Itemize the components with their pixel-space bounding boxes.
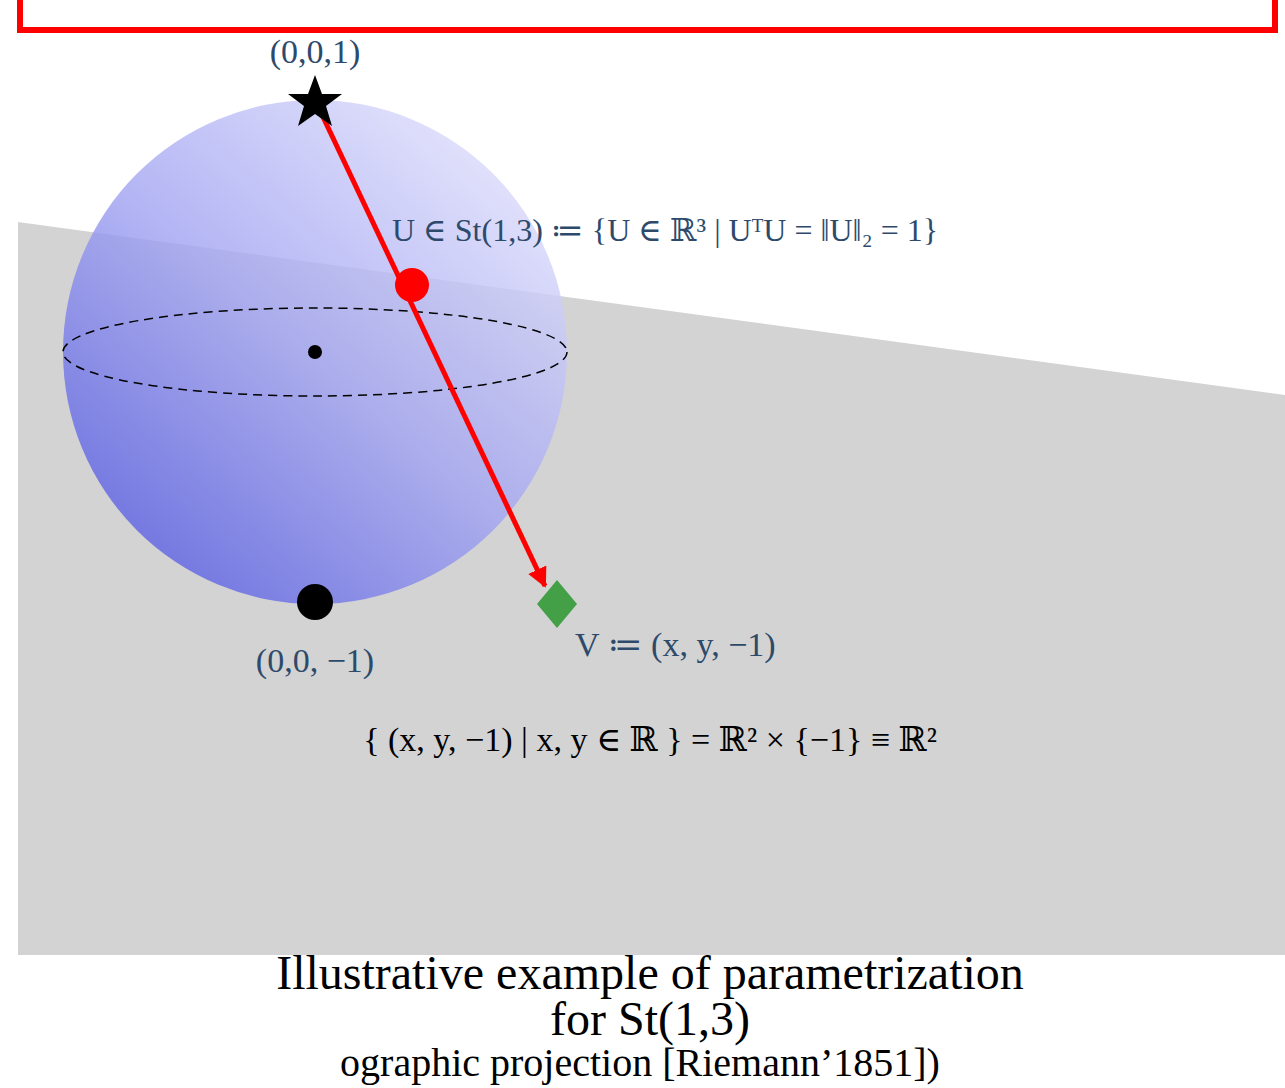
- north-pole-star: [288, 75, 342, 126]
- red-frame: [20, 0, 1275, 30]
- stiefel-definition: U ∈ St(1,3) ≔ {U ∈ ℝ³ | UᵀU = ‖U‖₂ = 1}: [392, 214, 938, 248]
- point-u: [395, 268, 429, 302]
- projection-ray: [315, 100, 545, 586]
- caption-line: ographic projection [Riemann’1851]): [340, 1042, 940, 1084]
- caption: Illustrative example of parametrization …: [270, 950, 1030, 1042]
- unit-sphere: [63, 100, 567, 604]
- pole-coordinate: (0,0,1): [270, 34, 361, 70]
- equator: [63, 308, 567, 396]
- pole-coordinate: (0,0, −1): [256, 643, 374, 679]
- point-v-definition: V ≔ (x, y, −1): [575, 627, 776, 663]
- point-v-diamond: [537, 580, 577, 628]
- center-dot: [308, 345, 322, 359]
- plane-definition: { (x, y, −1) | x, y ∈ ℝ } = ℝ² × {−1} ≡ …: [363, 722, 937, 758]
- south-pole-dot: [297, 584, 333, 620]
